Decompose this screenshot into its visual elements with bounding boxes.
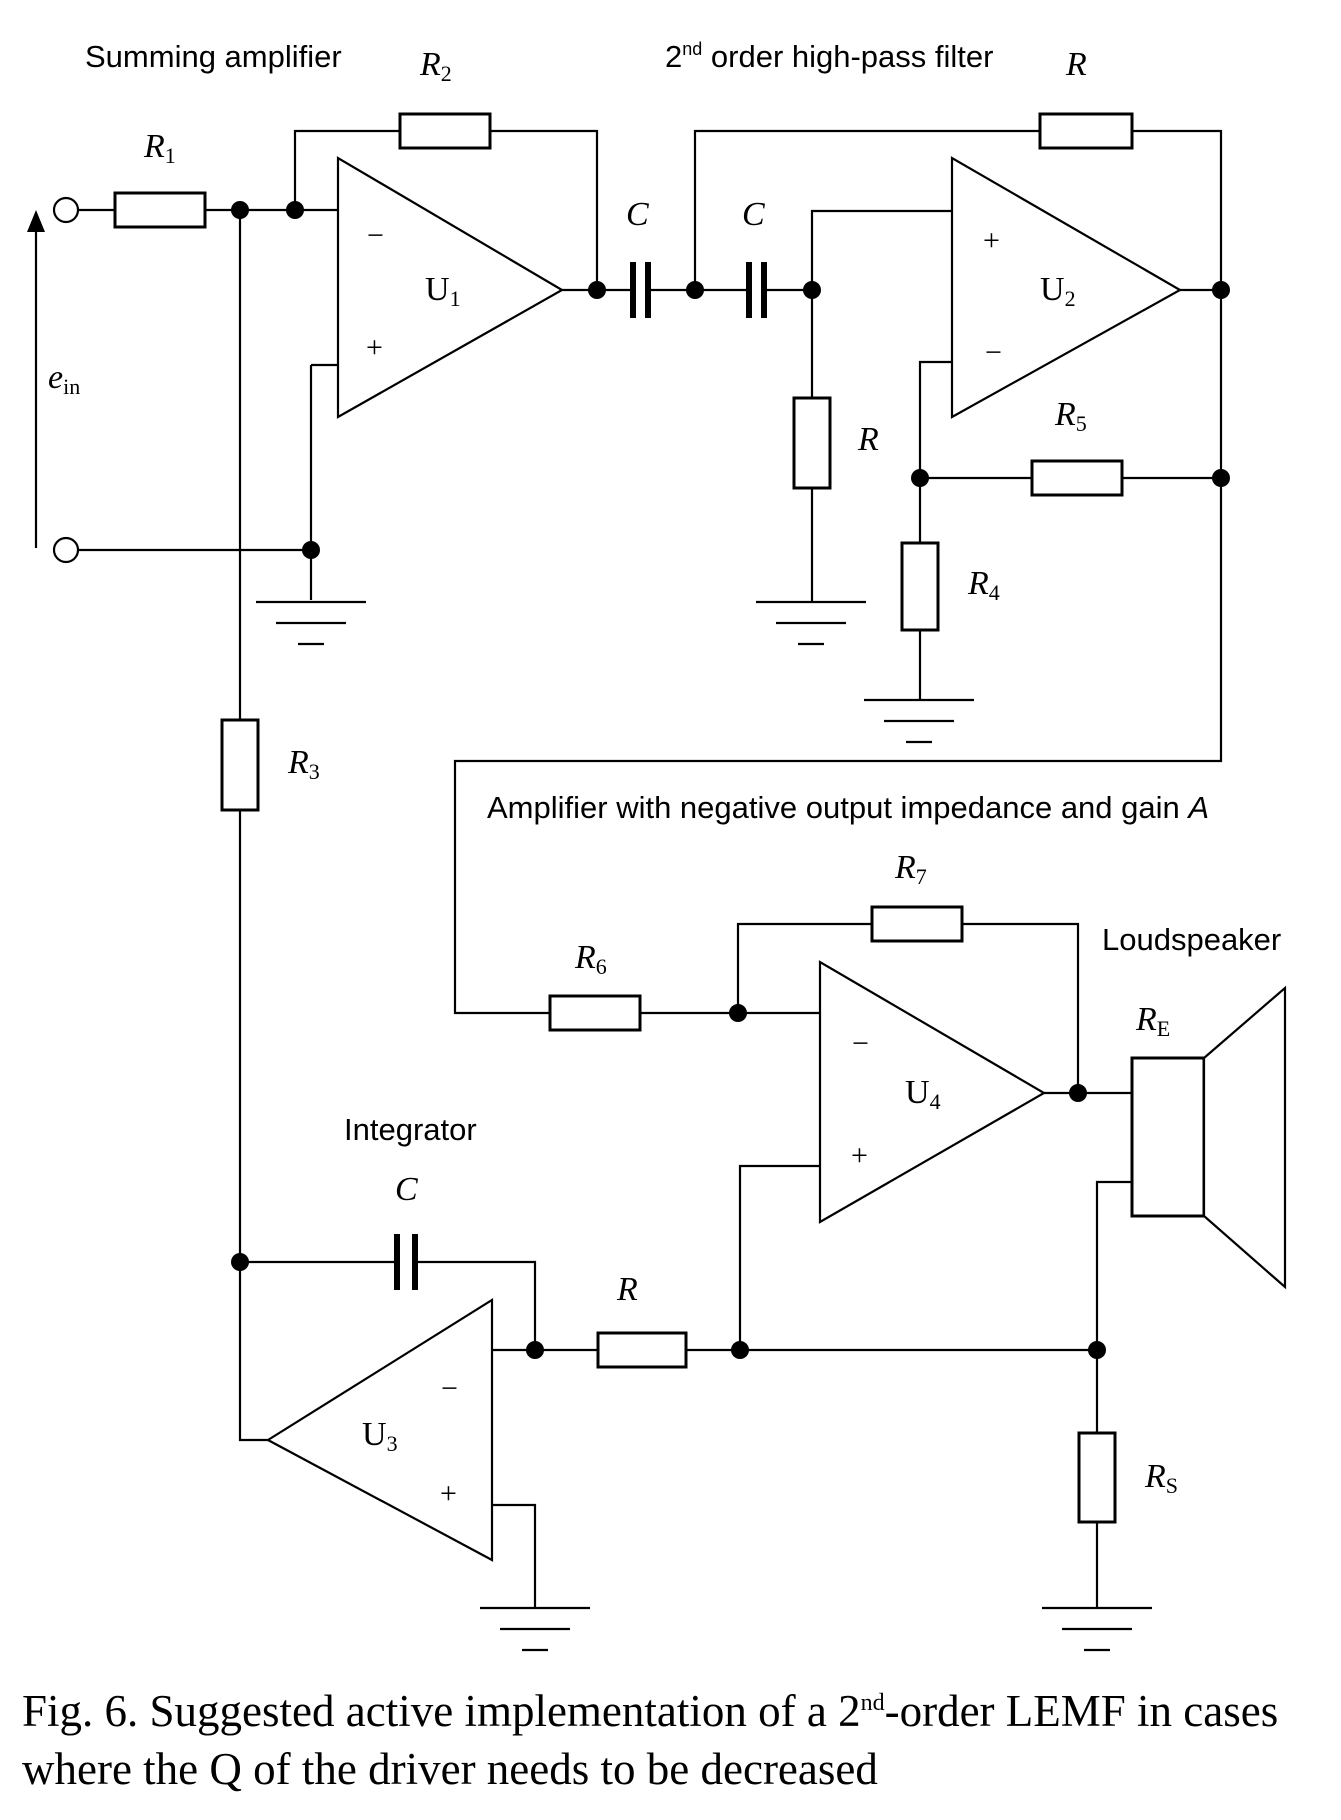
label-loudspeaker: Loudspeaker [1102,922,1281,957]
loudspeaker-cone [1202,985,1287,1290]
label-u4: U4 [905,1074,941,1114]
label-c-hp-1: C [626,196,649,233]
label-u3: U3 [362,1416,398,1456]
resistor-rs [1077,1431,1117,1524]
resistor-r6 [548,994,642,1032]
resistor-r-hp-shunt [792,396,832,490]
label-r4: R4 [967,565,1000,605]
label-r6: R6 [574,939,607,979]
opamp-u2 [950,156,1183,419]
section-labels: Summing amplifier 2nd order high-pass fi… [85,39,1281,1147]
label-u2: U2 [1040,271,1076,311]
label-c-hp-2: C [742,196,765,233]
capacitor-c-int [394,1234,418,1290]
label-r3: R3 [287,744,320,784]
label-r5: R5 [1054,396,1087,436]
u4-minus-sign: − [852,1027,869,1060]
u3-minus-sign: − [441,1372,458,1405]
figure-caption: Fig. 6. Suggested active implementation … [22,1686,1279,1794]
opamp-u3 [265,1298,494,1562]
resistor-r4 [900,541,940,632]
resistor-r3 [220,718,260,812]
label-r-hp-top: R [1065,46,1087,83]
input-terminals: ein [27,196,80,564]
label-summing-amplifier: Summing amplifier [85,39,342,74]
label-rs: RS [1144,1458,1178,1498]
resistor-r5 [1030,459,1124,497]
circuit-schematic: ein [27,39,1287,1652]
resistor-r1 [113,191,207,229]
u4-plus-sign: + [851,1139,868,1172]
input-voltage-label: ein [48,359,80,399]
resistors [113,112,1134,1524]
capacitor-c-hp-1 [630,262,651,318]
u2-minus-sign: − [985,336,1002,369]
component-labels: R1 R2 R3 R R R5 R4 R6 R7 RE RS R C C C [143,46,1178,1498]
loudspeaker-body [1130,1056,1206,1218]
capacitors [394,262,767,1290]
input-arrow-head [27,210,45,232]
label-r-int: R [616,1271,638,1308]
opamp-u4 [818,960,1047,1224]
label-hp-filter: 2nd order high-pass filter [665,39,993,74]
resistor-r7 [870,905,964,943]
label-r1: R1 [143,128,176,168]
input-terminal-bottom [52,536,80,564]
label-c-int: C [395,1171,418,1208]
input-terminal-top [52,196,80,224]
label-r2: R2 [419,46,452,86]
opamp-labels: U1 U2 U3 U4 − + + − − + − + [362,219,1076,1510]
label-u1: U1 [425,271,461,311]
junction-dots [231,201,1230,1359]
u2-plus-sign: + [983,224,1000,257]
label-integrator: Integrator [344,1112,477,1147]
label-re: RE [1135,1001,1170,1041]
resistor-r-int [596,1331,688,1369]
u1-minus-sign: − [367,219,384,252]
wires [78,129,1223,1652]
opamps [265,156,1183,1562]
opamp-u1 [336,156,565,419]
resistor-r2 [398,112,492,150]
loudspeaker [1130,985,1287,1290]
label-r7: R7 [894,849,927,889]
capacitor-c-hp-2 [746,262,767,318]
label-r-hp-shunt: R [857,421,879,458]
u1-plus-sign: + [366,331,383,364]
label-negative-impedance-amplifier: Amplifier with negative output impedance… [487,790,1209,825]
u3-plus-sign: + [440,1477,457,1510]
resistor-r-hp-top [1038,112,1134,150]
